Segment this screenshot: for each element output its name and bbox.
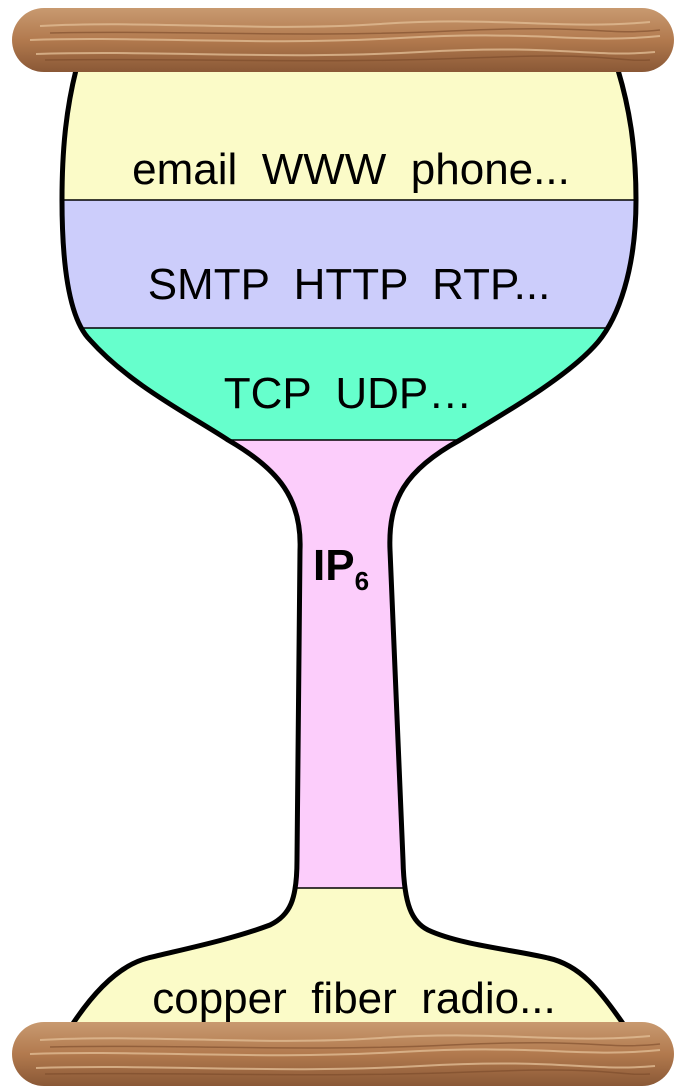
applications-label: email WWW phone...: [132, 145, 570, 194]
network-layer: [62, 440, 636, 888]
bottom-spool-grain-dark: [44, 1042, 661, 1076]
bottom-spool-grain: [29, 1034, 661, 1071]
app-protocols-label: SMTP HTTP RTP...: [148, 260, 551, 309]
hourglass-outline: [59, 69, 639, 1027]
top-spool-grain-dark: [44, 28, 661, 62]
app-protocols-layer: [62, 200, 636, 328]
applications-layer: [62, 70, 636, 200]
bottom-spool: [12, 1022, 674, 1086]
top-spool: [12, 8, 674, 72]
top-spool-grain: [29, 20, 661, 57]
network-label-main: IP: [313, 541, 355, 590]
physical-label: copper fiber radio...: [152, 974, 556, 1023]
network-label: IP6: [313, 541, 369, 596]
network-label-subscript: 6: [355, 566, 369, 596]
transport-label: TCP UDP…: [224, 369, 473, 418]
